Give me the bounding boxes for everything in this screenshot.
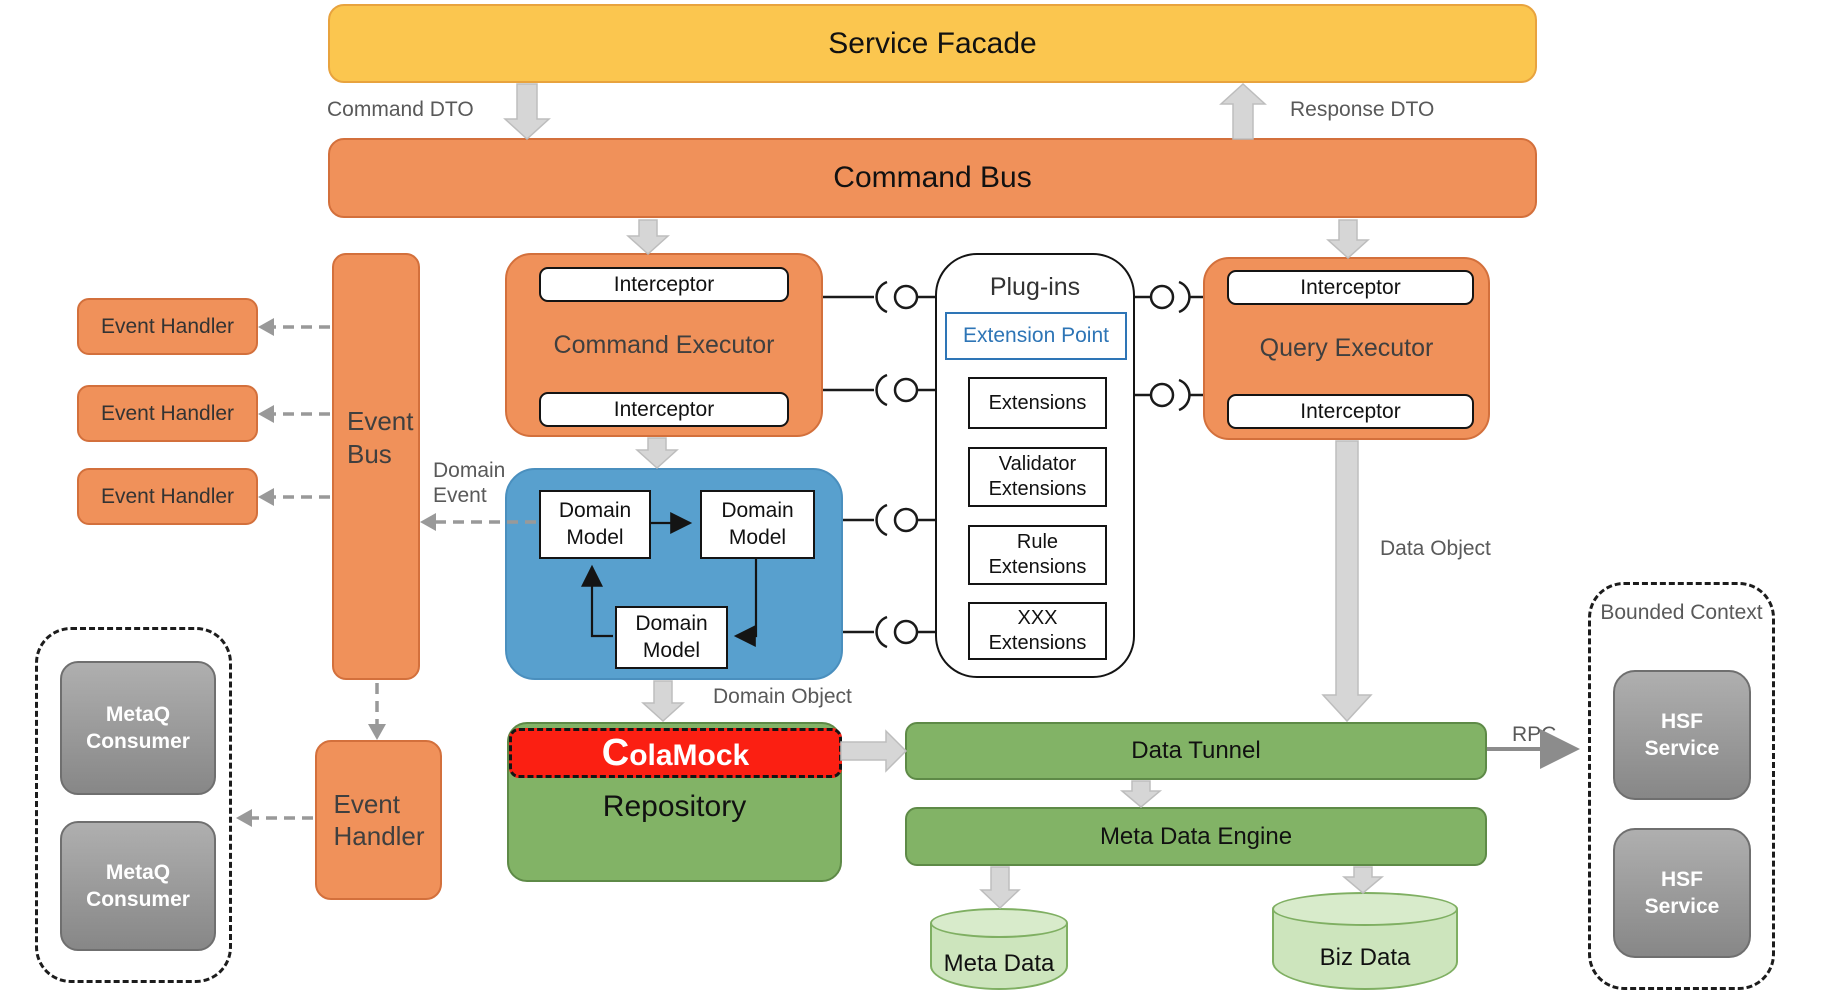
event-handler-bottom: Event Handler xyxy=(315,740,442,900)
plugins-panel: Plug-ins Extension Point Extensions Vali… xyxy=(935,253,1135,678)
response-dto-label: Response DTO xyxy=(1290,98,1435,121)
command-dto-arrow xyxy=(503,83,551,141)
repository: ColaMock Repository xyxy=(507,722,842,882)
colamock-to-tunnel-arrow xyxy=(840,729,908,773)
domain-layer: Domain Model Domain Model Domain Model xyxy=(505,468,843,680)
data-object-label: Data Object xyxy=(1380,537,1491,560)
domain-model-1: Domain Model xyxy=(539,490,651,559)
biz-data-cylinder-top xyxy=(1272,892,1458,926)
metaq-consumer-1-label: MetaQ Consumer xyxy=(86,702,190,753)
extensions-box: Extensions xyxy=(968,377,1107,429)
command-interceptor-bottom: Interceptor xyxy=(539,392,789,427)
socket-command-top xyxy=(823,280,935,314)
metaq-consumer-group: MetaQ Consumer MetaQ Consumer xyxy=(35,627,232,983)
hsf-service-2: HSF Service xyxy=(1613,828,1751,958)
socket-domain-top xyxy=(843,503,935,537)
domain-to-repository-arrow xyxy=(641,680,685,723)
socket-command-bottom xyxy=(823,373,935,407)
metaq-consumer-2: MetaQ Consumer xyxy=(60,821,216,951)
command-dto-label: Command DTO xyxy=(327,98,474,121)
meta-data-cylinder-top xyxy=(930,908,1068,938)
hsf-service-1: HSF Service xyxy=(1613,670,1751,800)
plugins-title: Plug-ins xyxy=(989,273,1081,301)
event-bus: Event Bus xyxy=(332,253,420,680)
engine-to-metadata-arrow xyxy=(979,866,1021,910)
data-tunnel: Data Tunnel xyxy=(905,722,1487,780)
event-bus-label: Event Bus xyxy=(347,406,414,469)
query-interceptor-top: Interceptor xyxy=(1227,270,1474,305)
response-dto-arrow xyxy=(1219,82,1267,140)
rule-extensions-box: Rule Extensions xyxy=(968,525,1107,585)
repository-title: Repository xyxy=(602,790,747,823)
executor-to-domain-arrow xyxy=(635,437,679,470)
query-executor: Interceptor Query Executor Interceptor xyxy=(1203,257,1490,440)
bounded-context-label: Bounded Context xyxy=(1600,601,1763,624)
handler-to-metaq-head xyxy=(236,809,252,827)
bus-to-handler3-head xyxy=(258,488,274,506)
event-handler-3: Event Handler xyxy=(77,468,258,525)
meta-data-engine: Meta Data Engine xyxy=(905,807,1487,866)
bus-to-handler2-head xyxy=(258,405,274,423)
socket-query-bottom xyxy=(1135,378,1203,412)
colamock-label: ColaMock xyxy=(601,731,750,774)
biz-data-label: Biz Data xyxy=(1319,944,1411,971)
extension-point-box: Extension Point xyxy=(945,312,1127,360)
command-bus-layer: Command Bus xyxy=(328,138,1537,218)
bus-to-bottom-handler-head xyxy=(368,724,386,740)
rpc-label: RPC xyxy=(1512,723,1557,746)
query-interceptor-bottom: Interceptor xyxy=(1227,394,1474,429)
bus-to-command-executor-arrow xyxy=(626,219,670,256)
domain-model-2: Domain Model xyxy=(700,490,815,559)
socket-query-top xyxy=(1135,280,1203,314)
domain-event-label: Domain Event xyxy=(433,459,506,508)
metaq-consumer-2-label: MetaQ Consumer xyxy=(86,860,190,911)
command-executor-title: Command Executor xyxy=(553,331,775,359)
event-handler-1: Event Handler xyxy=(77,298,258,355)
socket-domain-bottom xyxy=(843,615,935,649)
meta-data-cylinder: Meta Data xyxy=(930,908,1068,990)
bounded-context-group: Bounded Context HSF Service HSF Service xyxy=(1588,582,1775,990)
engine-to-bizdata-arrow xyxy=(1341,866,1385,894)
query-to-tunnel-arrow xyxy=(1321,440,1373,723)
command-executor: Interceptor Command Executor Interceptor xyxy=(505,253,823,437)
hsf-service-1-label: HSF Service xyxy=(1644,709,1720,760)
colamock-box: ColaMock xyxy=(509,728,842,778)
hsf-service-2-label: HSF Service xyxy=(1644,867,1720,918)
domain-event-head xyxy=(420,513,436,531)
domain-object-label: Domain Object xyxy=(713,685,852,708)
bus-to-handler1-head xyxy=(258,318,274,336)
domain-model-3: Domain Model xyxy=(615,606,728,669)
biz-data-cylinder: Biz Data xyxy=(1272,892,1458,990)
query-executor-title: Query Executor xyxy=(1259,334,1434,362)
bus-to-query-executor-arrow xyxy=(1326,219,1370,260)
validator-extensions-box: Validator Extensions xyxy=(968,447,1107,507)
metaq-consumer-1: MetaQ Consumer xyxy=(60,661,216,795)
event-handler-2: Event Handler xyxy=(77,385,258,442)
service-facade-label: Service Facade xyxy=(828,26,1037,60)
event-handler-bottom-label: Event Handler xyxy=(333,788,425,852)
service-facade-layer: Service Facade xyxy=(328,4,1537,83)
command-bus-label: Command Bus xyxy=(833,161,1032,194)
tunnel-to-engine-arrow xyxy=(1119,780,1163,808)
meta-data-label: Meta Data xyxy=(943,950,1055,977)
xxx-extensions-box: XXX Extensions xyxy=(968,602,1107,660)
command-interceptor-top: Interceptor xyxy=(539,267,789,302)
